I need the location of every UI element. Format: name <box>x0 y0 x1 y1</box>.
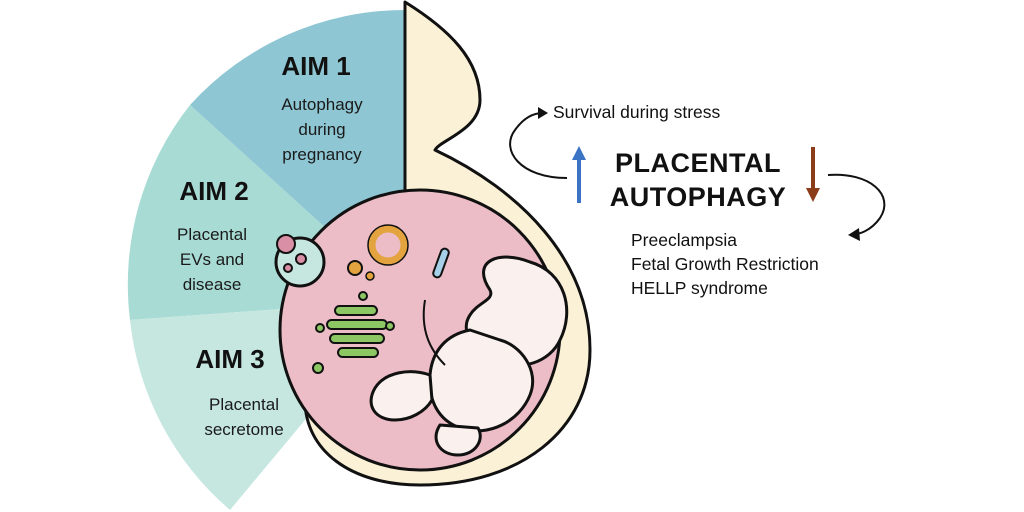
organelle-dot-orange-small <box>365 271 375 281</box>
vesicle-dot-tiny <box>283 263 293 273</box>
effect-fgr: Fetal Growth Restriction <box>631 254 819 274</box>
aim-1-line-3: pregnancy <box>282 145 362 164</box>
curved-arrow-down-head <box>848 228 860 241</box>
aim-2-title: AIM 2 <box>179 176 248 206</box>
aim-1-line-2: during <box>298 120 345 139</box>
vesicle-dot-small <box>295 253 307 265</box>
lysosome-ring-outline <box>367 224 409 266</box>
vesicle-dot-large <box>276 234 296 254</box>
curved-arrow-up <box>509 112 568 179</box>
organelle-dot-orange <box>347 260 363 276</box>
effect-preeclampsia: Preeclampsia <box>631 230 737 250</box>
effect-hellp: HELLP syndrome <box>631 278 768 298</box>
fetus <box>369 255 569 457</box>
aim-2-line-1: Placental <box>177 225 247 244</box>
golgi-apparatus <box>312 291 395 374</box>
aim-3-title: AIM 3 <box>195 344 264 374</box>
aim-1-title: AIM 1 <box>281 51 350 81</box>
aim-3-line-1: Placental <box>209 395 279 414</box>
aim-3-line-2: secretome <box>204 420 283 439</box>
curved-arrow-down <box>827 173 886 235</box>
up-arrow-icon <box>572 146 586 160</box>
headline-line-1: PLACENTAL <box>615 148 781 178</box>
down-arrow-icon <box>806 188 820 202</box>
umbilical-cord <box>422 299 446 366</box>
aim-2-line-2: EVs and <box>180 250 244 269</box>
lysosome-ring <box>368 225 408 265</box>
headline-line-2: AUTOPHAGY <box>610 182 787 212</box>
vesicle-capsule <box>432 247 450 279</box>
curved-arrow-up-head <box>538 107 548 119</box>
survival-text: Survival during stress <box>553 102 721 122</box>
aim-1-line-1: Autophagy <box>281 95 363 114</box>
aim-2-line-3: disease <box>183 275 242 294</box>
